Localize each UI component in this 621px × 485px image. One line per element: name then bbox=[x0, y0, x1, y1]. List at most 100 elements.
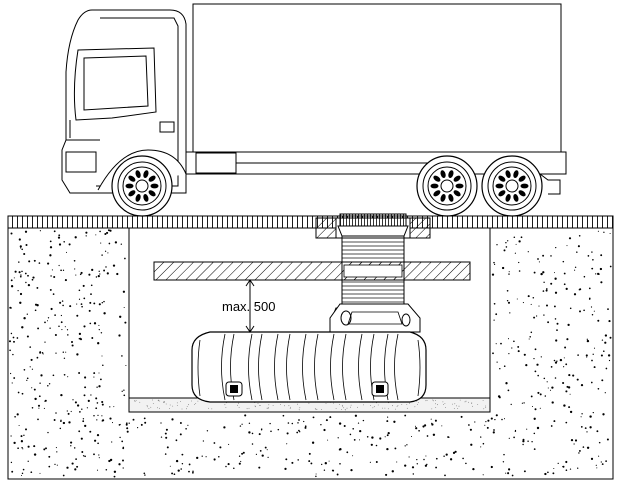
soil-grain bbox=[607, 308, 609, 310]
sand-grain bbox=[341, 409, 342, 410]
soil-grain bbox=[144, 474, 146, 476]
soil-grain bbox=[101, 415, 103, 417]
soil-grain bbox=[589, 415, 592, 418]
soil-grain bbox=[588, 287, 591, 290]
soil-grain bbox=[74, 401, 77, 404]
soil-grain bbox=[505, 246, 508, 248]
soil-grain bbox=[565, 390, 568, 393]
soil-grain bbox=[83, 394, 86, 397]
soil-grain bbox=[82, 284, 85, 287]
soil-grain bbox=[353, 438, 356, 441]
soil-grain bbox=[406, 444, 408, 446]
soil-grain bbox=[597, 230, 599, 232]
sand-grain bbox=[464, 401, 466, 403]
soil-grain bbox=[41, 352, 44, 354]
sand-grain bbox=[417, 402, 419, 403]
sand-grain bbox=[314, 408, 316, 409]
soil-grain bbox=[551, 386, 554, 389]
sand-grain bbox=[452, 403, 453, 405]
soil-grain bbox=[241, 452, 244, 455]
wheel-slot bbox=[498, 175, 506, 182]
soil-grain bbox=[565, 363, 568, 366]
soil-grain bbox=[543, 314, 545, 316]
soil-grain bbox=[10, 332, 13, 335]
soil-grain bbox=[33, 453, 37, 456]
wheel-slot bbox=[518, 190, 526, 197]
soil-grain bbox=[27, 283, 31, 287]
soil-grain bbox=[384, 436, 386, 438]
soil-grain bbox=[67, 334, 69, 336]
soil-grain bbox=[586, 431, 588, 433]
soil-grain bbox=[63, 373, 66, 376]
soil-grain bbox=[60, 269, 62, 272]
soil-grain bbox=[10, 372, 12, 375]
soil-grain bbox=[104, 250, 107, 252]
soil-grain bbox=[185, 428, 187, 430]
soil-grain bbox=[506, 289, 509, 292]
soil-grain bbox=[79, 411, 81, 413]
soil-grain bbox=[337, 437, 339, 439]
soil-grain bbox=[84, 376, 87, 379]
soil-grain bbox=[66, 329, 69, 331]
soil-grain bbox=[589, 426, 592, 429]
sand-grain bbox=[333, 402, 334, 404]
soil-grain bbox=[179, 422, 182, 424]
soil-grain bbox=[21, 392, 24, 395]
soil-grain bbox=[98, 328, 100, 331]
soil-grain bbox=[261, 454, 264, 457]
soil-grain bbox=[26, 335, 29, 338]
soil-grain bbox=[98, 385, 101, 388]
sand-grain bbox=[176, 405, 178, 406]
soil-grain bbox=[48, 455, 51, 458]
soil-grain bbox=[509, 312, 511, 314]
wheel-slot bbox=[440, 170, 446, 178]
soil-grain bbox=[70, 340, 74, 344]
soil-grain bbox=[36, 286, 39, 289]
soil-grain bbox=[490, 417, 493, 420]
soil-grain bbox=[223, 426, 226, 429]
soil-grain bbox=[593, 347, 596, 349]
soil-grain bbox=[259, 450, 262, 452]
soil-grain bbox=[601, 379, 604, 382]
soil-grain bbox=[13, 340, 15, 343]
soil-grain bbox=[86, 407, 89, 409]
soil-grain bbox=[21, 472, 24, 475]
soil-grain bbox=[105, 266, 107, 268]
soil-grain bbox=[597, 387, 600, 390]
soil-grain bbox=[441, 425, 443, 427]
sand-grain bbox=[341, 404, 343, 406]
sand-grain bbox=[437, 404, 438, 406]
soil-grain bbox=[258, 433, 261, 436]
soil-grain bbox=[523, 470, 526, 473]
soil-grain bbox=[507, 389, 510, 392]
soil-grain bbox=[562, 465, 565, 468]
sand-grain bbox=[254, 405, 256, 407]
soil-grain bbox=[99, 230, 101, 233]
soil-grain bbox=[240, 460, 242, 463]
soil-grain bbox=[583, 275, 586, 278]
wheel-slot bbox=[143, 170, 149, 178]
soil-grain bbox=[76, 314, 79, 317]
soil-grain bbox=[95, 276, 98, 278]
soil-grain bbox=[470, 443, 473, 446]
soil-grain bbox=[70, 441, 73, 444]
wheel-slot bbox=[453, 190, 461, 197]
soil-grain bbox=[47, 262, 50, 265]
soil-grain bbox=[416, 458, 418, 461]
soil-grain bbox=[100, 242, 102, 244]
sand-grain bbox=[134, 400, 135, 402]
soil-grain bbox=[213, 442, 216, 444]
soil-grain bbox=[119, 436, 121, 439]
soil-grain bbox=[343, 424, 346, 428]
soil-grain bbox=[472, 467, 475, 471]
soil-grain bbox=[599, 267, 603, 271]
soil-grain bbox=[125, 364, 127, 367]
soil-grain bbox=[80, 437, 83, 440]
soil-grain bbox=[111, 422, 114, 424]
sand-grain bbox=[457, 408, 459, 409]
soil-grain bbox=[468, 424, 470, 426]
soil-grain bbox=[20, 474, 23, 477]
wheel-ring bbox=[117, 161, 167, 211]
soil-grain bbox=[118, 424, 121, 426]
